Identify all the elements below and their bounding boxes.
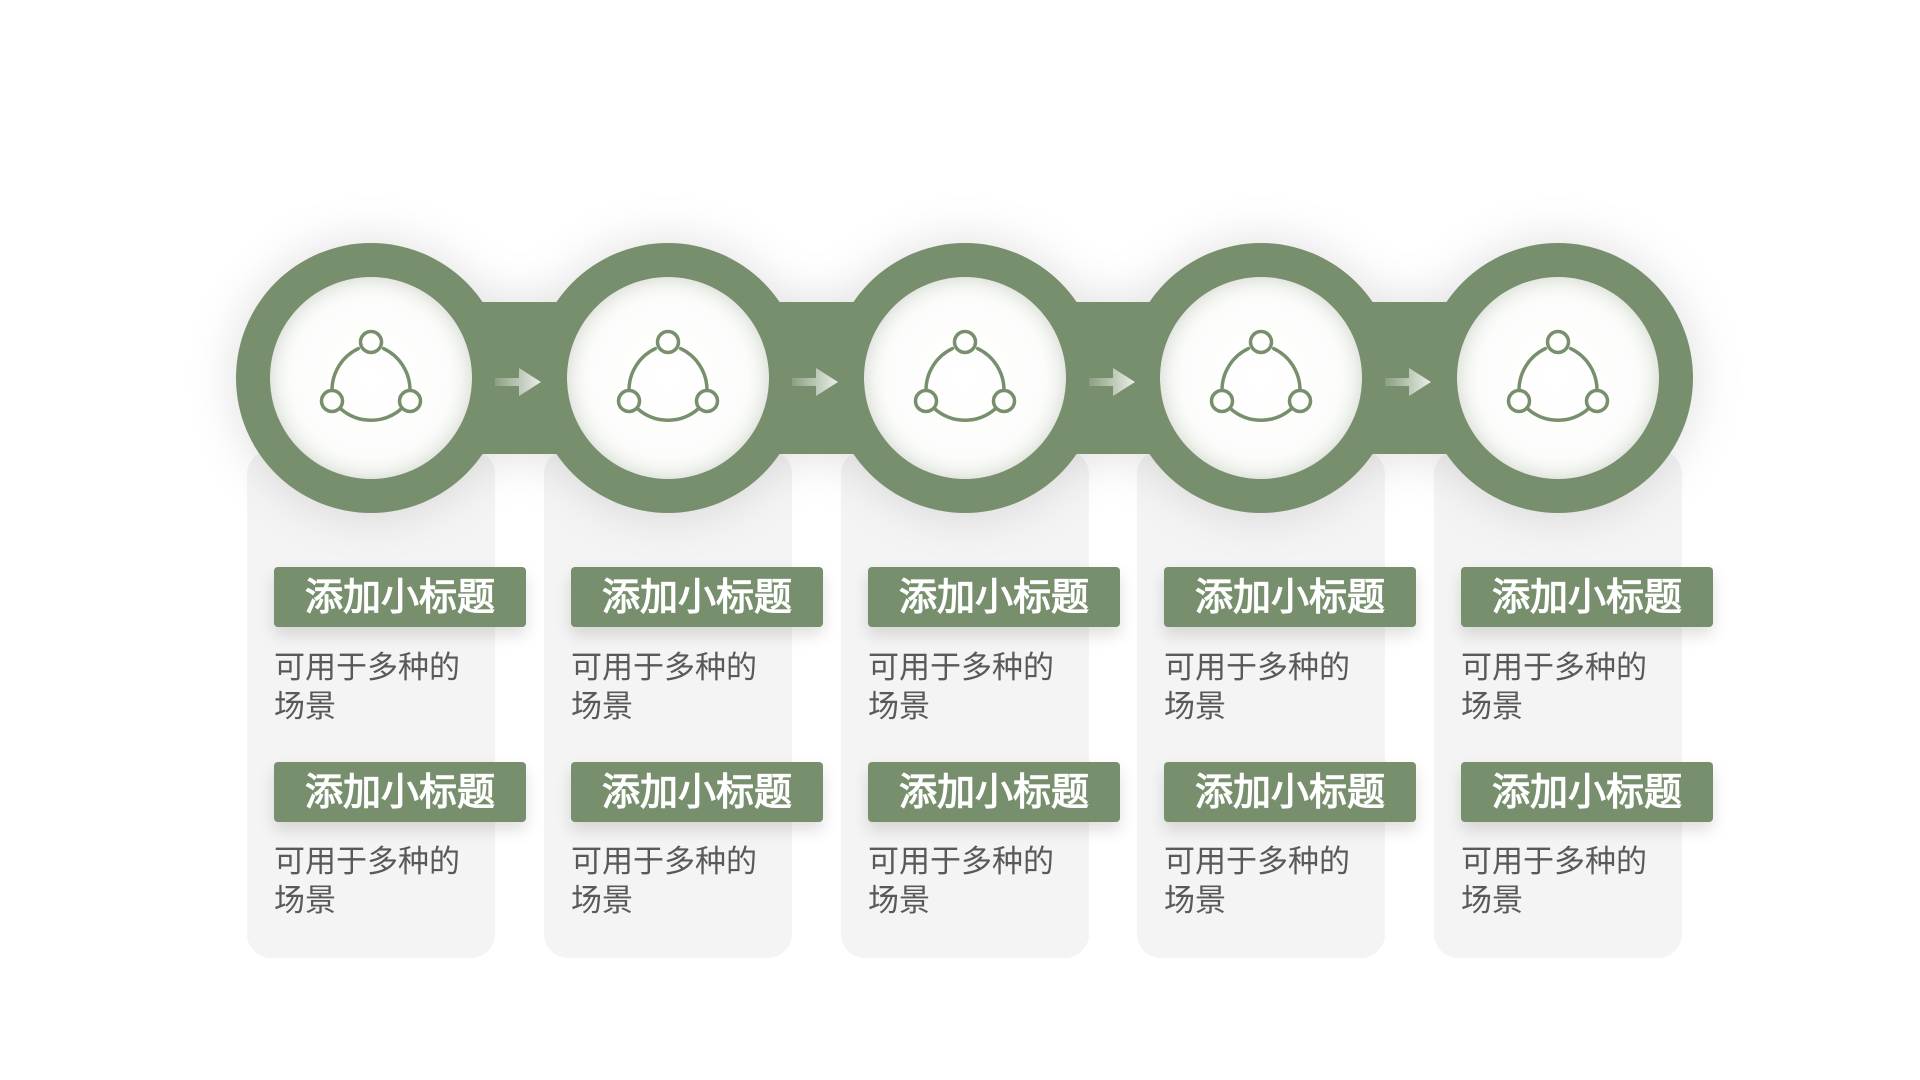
step-description: 可用于多种的场景 (274, 650, 460, 725)
step-icon-circle-3 (864, 277, 1066, 479)
step-description: 可用于多种的场景 (274, 844, 460, 919)
step-subtitle: 添加小标题 (1461, 567, 1713, 627)
step-description: 可用于多种的场景 (1461, 844, 1647, 919)
step-card-1 (247, 450, 495, 958)
step-description: 可用于多种的场景 (868, 650, 1054, 725)
step-description: 可用于多种的场景 (1461, 650, 1647, 725)
three-node-cycle-icon (319, 329, 423, 423)
step-subtitle: 添加小标题 (1164, 567, 1416, 627)
step-icon-circle-4 (1160, 277, 1362, 479)
step-subtitle: 添加小标题 (571, 762, 823, 822)
step-icon-circle-1 (270, 277, 472, 479)
step-icon-circle-5 (1457, 277, 1659, 479)
arrow-right-icon (1089, 368, 1135, 396)
step-card-5 (1434, 450, 1682, 958)
step-subtitle: 添加小标题 (1164, 762, 1416, 822)
three-node-cycle-icon (616, 329, 720, 423)
step-subtitle: 添加小标题 (868, 567, 1120, 627)
step-card-4 (1137, 450, 1385, 958)
step-subtitle: 添加小标题 (274, 567, 526, 627)
arrow-right-icon (495, 368, 541, 396)
three-node-cycle-icon (1506, 329, 1610, 423)
step-card-2 (544, 450, 792, 958)
step-card-3 (841, 450, 1089, 958)
three-node-cycle-icon (1209, 329, 1313, 423)
step-icon-circle-2 (567, 277, 769, 479)
step-description: 可用于多种的场景 (1164, 650, 1350, 725)
step-subtitle: 添加小标题 (274, 762, 526, 822)
step-subtitle: 添加小标题 (1461, 762, 1713, 822)
arrow-right-icon (1385, 368, 1431, 396)
step-subtitle: 添加小标题 (571, 567, 823, 627)
step-subtitle: 添加小标题 (868, 762, 1120, 822)
arrow-right-icon (792, 368, 838, 396)
step-description: 可用于多种的场景 (1164, 844, 1350, 919)
step-description: 可用于多种的场景 (868, 844, 1054, 919)
step-description: 可用于多种的场景 (571, 844, 757, 919)
step-description: 可用于多种的场景 (571, 650, 757, 725)
three-node-cycle-icon (913, 329, 1017, 423)
